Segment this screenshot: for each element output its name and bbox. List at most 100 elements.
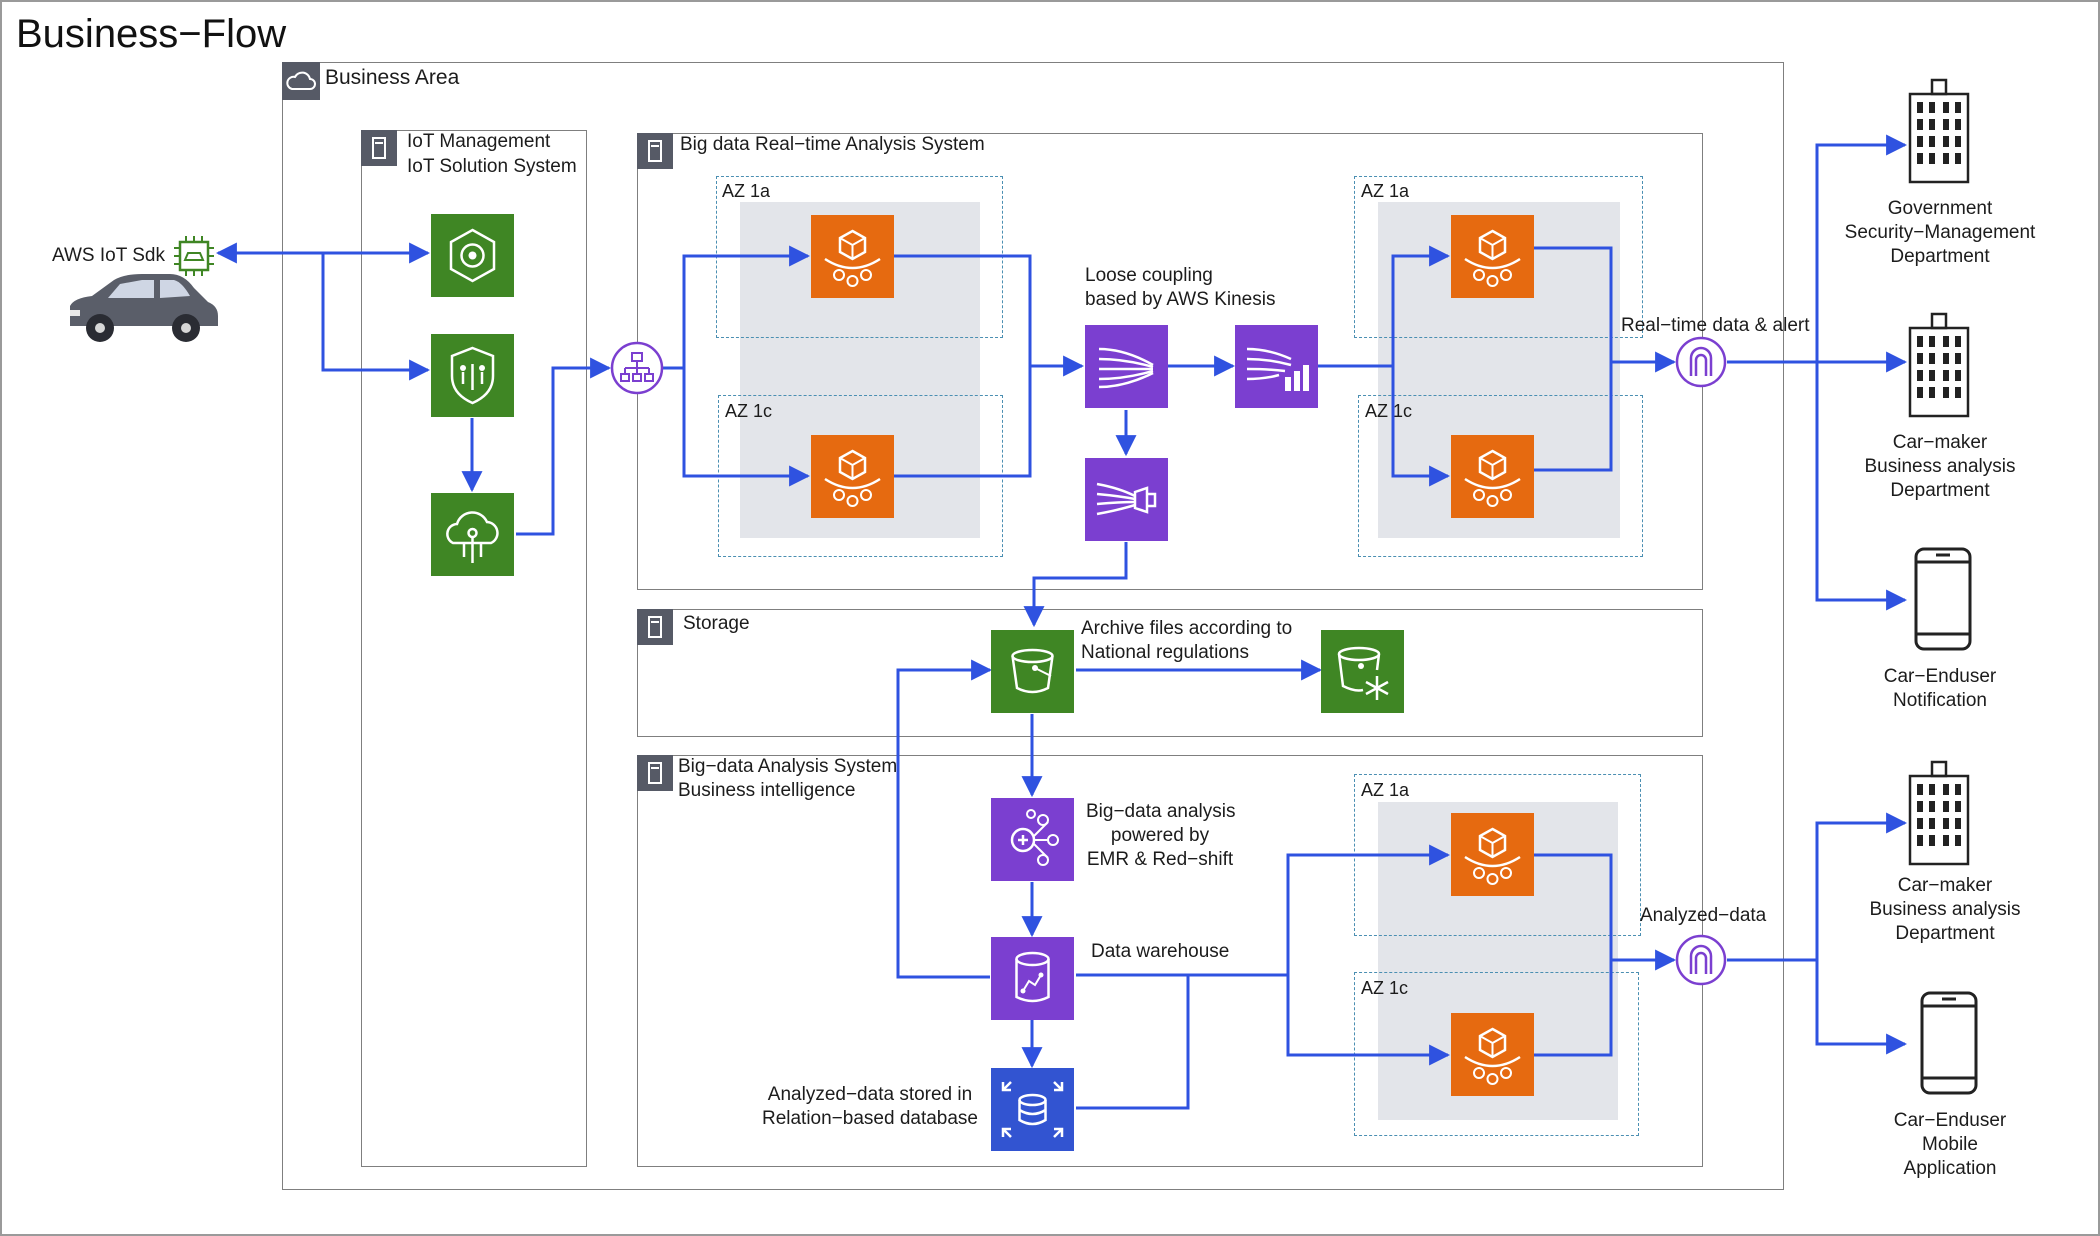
enduser-app-label-2: Mobile bbox=[1922, 1134, 1978, 1155]
endpoint-icon bbox=[1675, 934, 1727, 986]
arrow-lb-az1c bbox=[682, 368, 811, 487]
gov-label-2: Security−Management bbox=[1844, 222, 2036, 243]
mobile-phone-icon bbox=[1912, 546, 1974, 652]
kinesis-firehose-icon bbox=[1085, 458, 1168, 541]
arrow-endpoint2-carmaker2 bbox=[1727, 812, 1908, 962]
business-area-group bbox=[282, 62, 1784, 1190]
storage-group-tag bbox=[637, 609, 673, 645]
s3-bucket-icon bbox=[991, 630, 1074, 713]
archive-label-1: Archive files according to bbox=[1081, 618, 1293, 639]
server-icon bbox=[648, 140, 662, 162]
arrow-analytics-az1c bbox=[1391, 366, 1451, 487]
kinesis-data-streams-icon bbox=[1085, 325, 1168, 408]
carmaker1-label-1: Car−maker bbox=[1892, 432, 1988, 453]
arrow-az1a-kinesis bbox=[894, 254, 1085, 377]
arrow-az1c-endpoint bbox=[1534, 362, 1613, 472]
iot-group-tag bbox=[361, 130, 397, 166]
office-building-icon bbox=[1904, 760, 1974, 866]
rds-icon bbox=[991, 1068, 1074, 1151]
load-balancer-icon bbox=[610, 341, 664, 395]
emr-label-2: powered by bbox=[1110, 825, 1210, 846]
realtime-alert-label: Real−time data & alert bbox=[1621, 315, 1810, 336]
auto-scaling-instance-icon bbox=[811, 215, 894, 298]
emr-label-1: Big−data analysis bbox=[1086, 801, 1236, 822]
office-building-icon bbox=[1904, 78, 1974, 184]
kinesis-label-2: based by AWS Kinesis bbox=[1085, 289, 1276, 310]
carmaker1-label-3: Department bbox=[1890, 480, 1990, 501]
arrow-redshift-az1a bbox=[1076, 844, 1451, 977]
arrow-az1a-endpoint bbox=[1534, 246, 1677, 373]
auto-scaling-instance-icon bbox=[1451, 813, 1534, 896]
arrow-redshift-s3 bbox=[896, 659, 993, 979]
iot-chip-icon bbox=[172, 234, 216, 278]
arrow-endpoint2-enduser-app bbox=[1815, 960, 1908, 1055]
server-icon bbox=[648, 616, 662, 638]
cloud-icon bbox=[286, 71, 316, 90]
enduser-app-label-3: Application bbox=[1903, 1158, 1997, 1179]
arrow-endpoint-enduser bbox=[1815, 362, 1908, 611]
emr-label-3: EMR & Red−shift bbox=[1086, 849, 1234, 870]
office-building-icon bbox=[1904, 312, 1974, 418]
arrow-az1c-kinesis bbox=[894, 366, 1032, 478]
auto-scaling-instance-icon bbox=[811, 435, 894, 518]
auto-scaling-instance-icon bbox=[1451, 435, 1534, 518]
iot-management-group bbox=[361, 130, 587, 1167]
analysis-group-label-1: Big−data Analysis System bbox=[678, 756, 898, 777]
emr-icon bbox=[991, 798, 1074, 881]
arrow-rds-join bbox=[1076, 975, 1190, 1110]
archive-label-2: National regulations bbox=[1081, 642, 1249, 663]
kinesis-data-analytics-icon bbox=[1235, 325, 1318, 408]
arrow-lb-az1a bbox=[663, 245, 811, 370]
warehouse-label: Data warehouse bbox=[1091, 941, 1230, 962]
iot-group-label-2: IoT Solution System bbox=[407, 156, 577, 177]
arrow-analysis-az1c-endpoint bbox=[1534, 960, 1613, 1057]
iot-device-defender-icon bbox=[431, 334, 514, 417]
az-1c-box-right bbox=[1358, 395, 1643, 557]
analysis-group-label-2: Business intelligence bbox=[678, 780, 856, 801]
iot-greengrass-icon bbox=[431, 493, 514, 576]
rds-label-1: Analyzed−data stored in bbox=[767, 1084, 973, 1105]
enduser-app-label-1: Car−Enduser bbox=[1893, 1110, 2007, 1131]
server-icon bbox=[372, 137, 386, 159]
iot-group-label-1: IoT Management bbox=[407, 131, 551, 152]
enduser-notify-label-1: Car−Enduser bbox=[1883, 666, 1997, 687]
endpoint-icon bbox=[1675, 336, 1727, 388]
realtime-group-tag bbox=[637, 133, 673, 169]
kinesis-label-1: Loose coupling bbox=[1085, 265, 1213, 286]
az-1a-box-right bbox=[1354, 176, 1643, 338]
analysis-group-tag bbox=[637, 755, 673, 791]
az-1a-label-right: AZ 1a bbox=[1361, 181, 1410, 201]
rds-label-2: Relation−based database bbox=[761, 1108, 979, 1129]
analyzed-data-label: Analyzed−data bbox=[1640, 905, 1767, 926]
realtime-group-label: Big data Real−time Analysis System bbox=[680, 134, 985, 155]
arrow-firehose-s3 bbox=[1023, 542, 1128, 628]
arrow-device-defender bbox=[321, 253, 431, 381]
car-icon bbox=[62, 268, 222, 350]
server-icon bbox=[648, 762, 662, 784]
gov-label-1: Government bbox=[1887, 198, 1993, 219]
arrow-redshift-az1c bbox=[1286, 975, 1451, 1066]
az-1c-label-left: AZ 1c bbox=[725, 401, 773, 421]
mobile-phone-icon bbox=[1918, 990, 1980, 1096]
az-1c-label-analysis: AZ 1c bbox=[1361, 978, 1409, 998]
az-1a-label-left: AZ 1a bbox=[722, 181, 771, 201]
arrow-analysis-az1a-endpoint bbox=[1534, 853, 1677, 971]
arrow-analytics-az1a bbox=[1318, 245, 1451, 368]
carmaker1-label-2: Business analysis bbox=[1864, 456, 2016, 477]
business-area-label: Business Area bbox=[325, 66, 460, 89]
enduser-notify-label-2: Notification bbox=[1893, 690, 1987, 711]
redshift-icon bbox=[991, 937, 1074, 1020]
az-1a-label-analysis: AZ 1a bbox=[1361, 780, 1410, 800]
gov-label-3: Department bbox=[1890, 246, 1990, 267]
carmaker2-label-3: Department bbox=[1895, 923, 1995, 944]
arrow-greengrass-lb bbox=[516, 357, 612, 536]
auto-scaling-instance-icon bbox=[1451, 215, 1534, 298]
storage-group bbox=[637, 609, 1703, 737]
auto-scaling-instance-icon bbox=[1451, 1013, 1534, 1096]
carmaker2-label-1: Car−maker bbox=[1897, 875, 1993, 896]
business-area-tag bbox=[282, 62, 320, 100]
carmaker2-label-2: Business analysis bbox=[1869, 899, 2021, 920]
